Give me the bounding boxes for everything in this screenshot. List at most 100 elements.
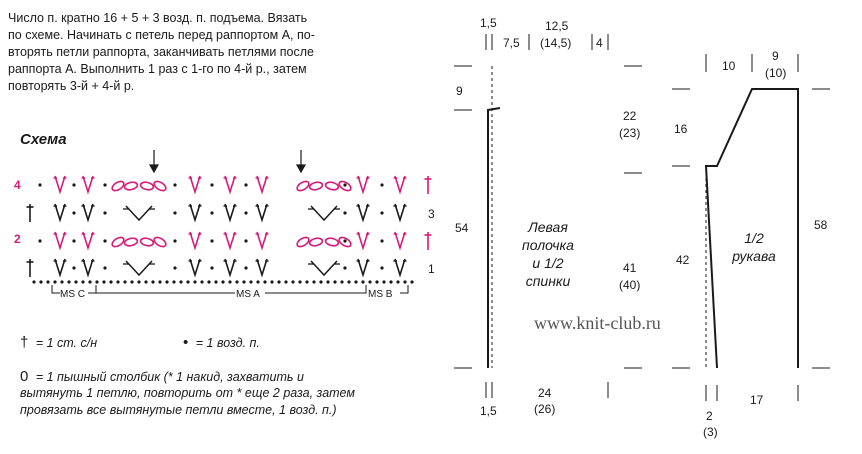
chain-dot: [173, 211, 177, 215]
front-label-line: спинки: [526, 273, 571, 289]
repeat-arrow: [295, 150, 307, 174]
front-right-41: 41: [623, 261, 637, 275]
puff-stitch: [139, 237, 155, 247]
chain-dot: [380, 183, 384, 187]
sleeve-bottom-3: (3): [703, 425, 718, 439]
chain-dot: [291, 280, 295, 284]
crochet-chart: 4 3 2 1 MS C MS A MS B: [14, 150, 435, 300]
v-stitch: [189, 258, 201, 278]
front-guides: [454, 34, 642, 398]
front-label-line: и 1/2: [532, 255, 563, 271]
chain-dot: [210, 239, 214, 243]
front-right-40: (40): [619, 278, 640, 292]
chain-dot: [151, 280, 155, 284]
ms-a-label: MS A: [236, 289, 260, 300]
chain-dot: [305, 280, 309, 284]
chain-dot: [380, 239, 384, 243]
chain-dot: [116, 280, 120, 284]
legend-dc: † = 1 ст. с/н: [20, 334, 97, 352]
v-stitch: [357, 203, 369, 223]
puff-stitch: [338, 180, 352, 192]
chain-dot: [67, 280, 71, 284]
chain-dot: [347, 280, 351, 284]
front-right-23: (23): [619, 126, 640, 140]
v-stitch: [224, 203, 236, 223]
v-stitch: [224, 231, 236, 251]
chain-dot: [210, 266, 214, 270]
cluster-stitch: [125, 205, 153, 222]
chain-dot: [103, 183, 107, 187]
chain-dot: [333, 280, 337, 284]
chain-dot: [173, 183, 177, 187]
ch-symbol: •: [183, 334, 189, 351]
v-stitch: [256, 175, 268, 195]
cluster-stitch: [125, 260, 153, 277]
v-stitch: [256, 258, 268, 278]
v-stitch: [256, 231, 268, 251]
chain-dot: [284, 280, 288, 284]
sleeve-top-10b: (10): [765, 66, 786, 80]
instructions-text: Число п. кратно 16 + 5 + 3 возд. п. подъ…: [8, 10, 408, 95]
front-bottom-24: 24: [538, 386, 552, 400]
chain-dot: [235, 280, 239, 284]
chain-dot: [103, 266, 107, 270]
chain-dot: [244, 266, 248, 270]
scheme-title: Схема: [20, 131, 67, 148]
chain-dot: [88, 280, 92, 284]
v-stitch: [189, 203, 201, 223]
chain-dot: [354, 280, 358, 284]
chain-dot: [270, 280, 274, 284]
ms-brackets: [51, 285, 409, 294]
chain-dot: [102, 280, 106, 284]
chain-dot: [38, 183, 42, 187]
chain-dot: [410, 280, 414, 284]
instructions-line: по схеме. Начинать с петель перед раппор…: [8, 28, 315, 42]
chain-dot: [214, 280, 218, 284]
legend-puff-line: вытянуть 1 петлю, повторить от * еще 2 р…: [20, 386, 355, 400]
v-stitch: [394, 203, 406, 223]
chain-dot: [46, 280, 50, 284]
v-stitch: [54, 231, 66, 251]
chain-dot: [361, 280, 365, 284]
puff-stitch: [338, 236, 352, 248]
legend-puff-line: провязать все вытянутые петли вместе, 1 …: [20, 403, 337, 417]
chain-dot: [396, 280, 400, 284]
front-bottom-26: (26): [534, 402, 555, 416]
sleeve-left-42: 42: [676, 253, 690, 267]
chain-dot: [277, 280, 281, 284]
v-stitch: [394, 175, 406, 195]
repeat-arrow: [148, 150, 160, 174]
chain-dot: [123, 280, 127, 284]
sleeve-right-58: 58: [814, 218, 828, 232]
chain-dot: [244, 239, 248, 243]
chain-dot: [72, 266, 76, 270]
chain-dot: [173, 239, 177, 243]
puff-stitch: [153, 236, 167, 248]
sleeve-top-9: 9: [772, 49, 779, 63]
chain-dot: [39, 280, 43, 284]
front-top-7-5: 7,5: [503, 36, 520, 50]
sleeve-top-10: 10: [722, 59, 736, 73]
chain-dot: [312, 280, 316, 284]
instructions-line: повторять 3-й + 4-й р.: [8, 79, 135, 93]
chain-dot: [130, 280, 134, 284]
chain-dot: [95, 280, 99, 284]
front-bottom-1-5: 1,5: [480, 404, 497, 418]
v-stitch: [82, 231, 94, 251]
instructions-line: Число п. кратно 16 + 5 + 3 возд. п. подъ…: [8, 11, 308, 25]
chain-dot: [326, 280, 330, 284]
front-top-12-5: 12,5: [545, 19, 569, 33]
chain-dot: [368, 280, 372, 284]
chain-dot: [403, 280, 407, 284]
chain-dot: [137, 280, 141, 284]
dc-text: = 1 ст. с/н: [35, 336, 98, 350]
puff-stitch: [123, 181, 139, 191]
chain-dot: [340, 280, 344, 284]
v-stitch: [357, 258, 369, 278]
ms-b-label: MS B: [368, 289, 393, 300]
chain-dot: [173, 266, 177, 270]
chain-dot: [72, 239, 76, 243]
sleeve-guides: [672, 54, 830, 401]
v-stitch: [256, 203, 268, 223]
front-label-line: полочка: [522, 237, 574, 253]
